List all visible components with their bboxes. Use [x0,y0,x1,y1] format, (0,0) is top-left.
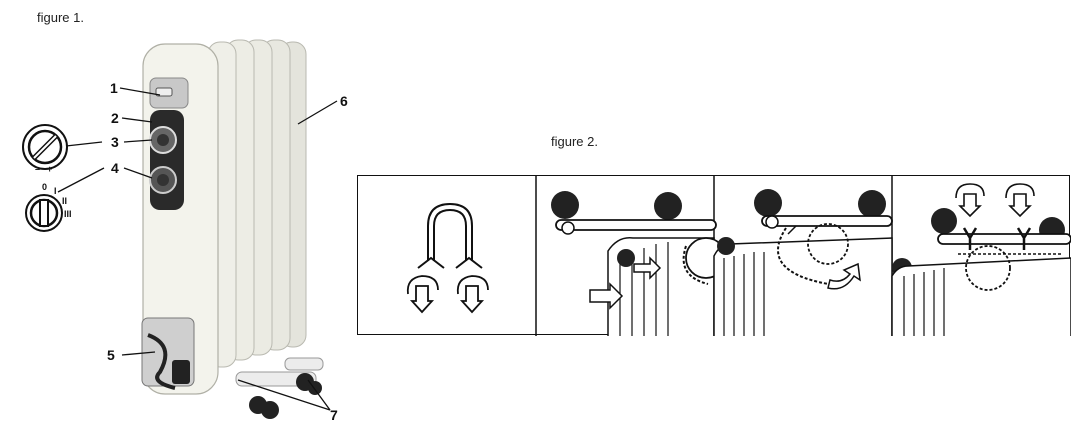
figure2-illustration [406,176,1071,336]
callout-4: 4 [111,160,119,176]
rotate-arrow-icon [406,275,489,314]
oil-heater-icon [141,39,324,419]
wheel-icon [551,191,579,219]
knob-three-label: III [64,209,72,219]
u-bracket-icon [417,202,483,269]
callout-2: 2 [111,110,119,126]
figure2-strip [357,175,1071,336]
callout-3: 3 [111,134,119,150]
panel3-drawing [713,189,893,336]
thermostat-knob-icon [22,124,68,170]
knob-one-label: I [54,186,57,196]
figure1-caption: figure 1. [37,10,84,25]
callout-6: 6 [340,93,348,109]
knob-minus-label: – [35,164,41,174]
panel2-drawing [551,191,727,336]
knob-zero-label: 0 [42,182,48,192]
figure2-caption: figure 2. [551,134,598,149]
callout-lines [57,87,338,411]
panel4-drawing [891,183,1071,336]
knob-two-label: II [62,196,68,206]
callout-1: 1 [110,80,118,96]
callout-7: 7 [330,407,338,423]
power-selector-knob-icon [25,194,63,232]
knob-plus-label: + [47,164,53,174]
push-arrow-icon [589,282,624,310]
callout-5: 5 [107,347,115,363]
